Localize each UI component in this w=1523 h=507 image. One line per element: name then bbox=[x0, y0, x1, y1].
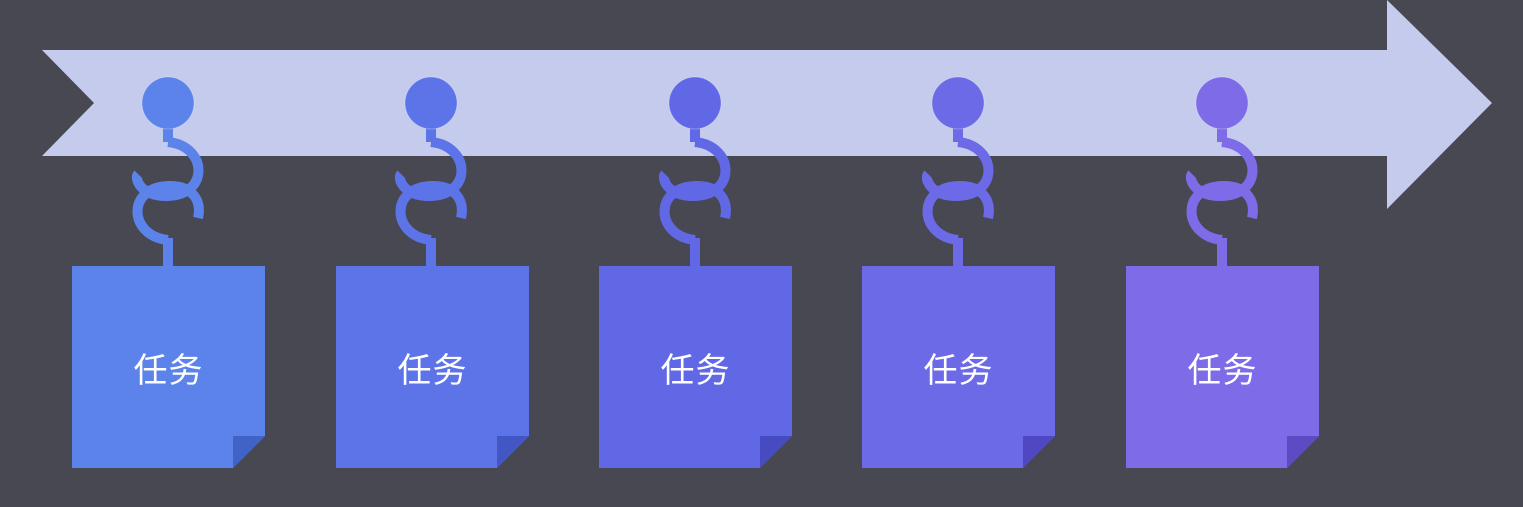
connector-1 bbox=[131, 76, 204, 268]
task-card-label: 任务 bbox=[133, 350, 204, 391]
connector-3 bbox=[658, 76, 731, 268]
chain-link-lower bbox=[1186, 180, 1258, 245]
chain-link-lower bbox=[132, 180, 204, 245]
task-card-body bbox=[599, 266, 792, 468]
timeline-node-circle bbox=[931, 76, 985, 130]
chain-link-lower bbox=[395, 180, 467, 245]
task-card-body bbox=[1126, 266, 1319, 468]
chain-link-upper bbox=[394, 137, 467, 202]
chain-link-upper bbox=[921, 137, 994, 202]
connector-5 bbox=[1185, 76, 1258, 268]
task-card-body bbox=[862, 266, 1055, 468]
task-card-4: 任务 bbox=[862, 266, 1055, 468]
task-card-label: 任务 bbox=[660, 350, 731, 391]
task-card-label: 任务 bbox=[923, 350, 994, 391]
timeline-node-circle bbox=[668, 76, 722, 130]
task-card-body bbox=[72, 266, 265, 468]
task-card-1: 任务 bbox=[72, 266, 265, 468]
task-card-label: 任务 bbox=[397, 350, 468, 391]
chain-link-upper bbox=[658, 137, 731, 202]
task-card-5: 任务 bbox=[1126, 266, 1319, 468]
chain-link-upper bbox=[1185, 137, 1258, 202]
task-card-2: 任务 bbox=[336, 266, 529, 468]
task-card-label: 任务 bbox=[1187, 350, 1258, 391]
task-card-body bbox=[336, 266, 529, 468]
timeline-arrow bbox=[42, 0, 1492, 209]
timeline-node-circle bbox=[1195, 76, 1249, 130]
task-card-3: 任务 bbox=[599, 266, 792, 468]
chain-link-lower bbox=[922, 180, 994, 245]
chain-link-upper bbox=[131, 137, 204, 202]
connector-4 bbox=[921, 76, 994, 268]
timeline-node-circle bbox=[404, 76, 458, 130]
timeline-node-circle bbox=[141, 76, 195, 130]
connectors-group bbox=[131, 76, 1258, 268]
connector-2 bbox=[394, 76, 467, 268]
chain-link-lower bbox=[659, 180, 731, 245]
